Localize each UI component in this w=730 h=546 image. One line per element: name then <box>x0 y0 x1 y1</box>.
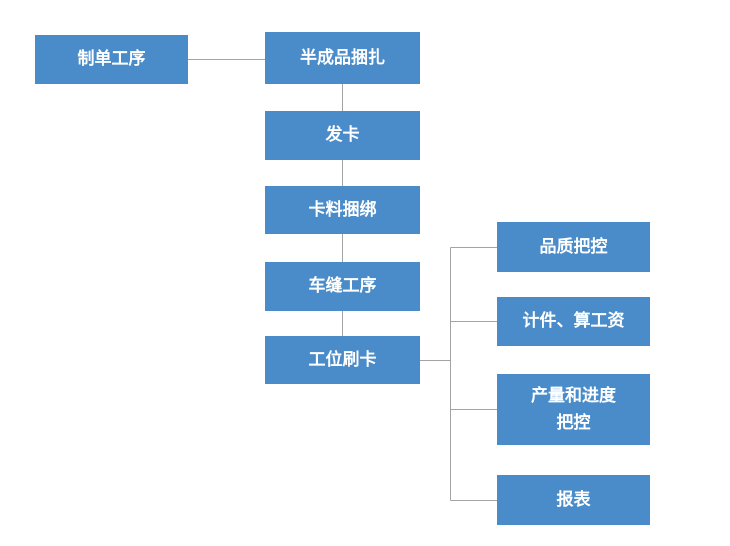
flow-node-card-issue: 发卡 <box>265 111 420 160</box>
flow-node-output-progress: 产量和进度 把控 <box>497 374 650 445</box>
flow-node-semi-finished-bundling: 半成品捆扎 <box>265 32 420 84</box>
flow-node-piece-count-wage: 计件、算工资 <box>497 297 650 346</box>
flow-node-order-process: 制单工序 <box>35 35 188 84</box>
flow-node-report: 报表 <box>497 475 650 525</box>
flow-node-material-binding: 卡料捆绑 <box>265 186 420 234</box>
flow-node-station-card-swipe: 工位刷卡 <box>265 336 420 384</box>
flow-node-sewing-process: 车缝工序 <box>265 262 420 311</box>
flow-node-quality-control: 品质把控 <box>497 222 650 272</box>
